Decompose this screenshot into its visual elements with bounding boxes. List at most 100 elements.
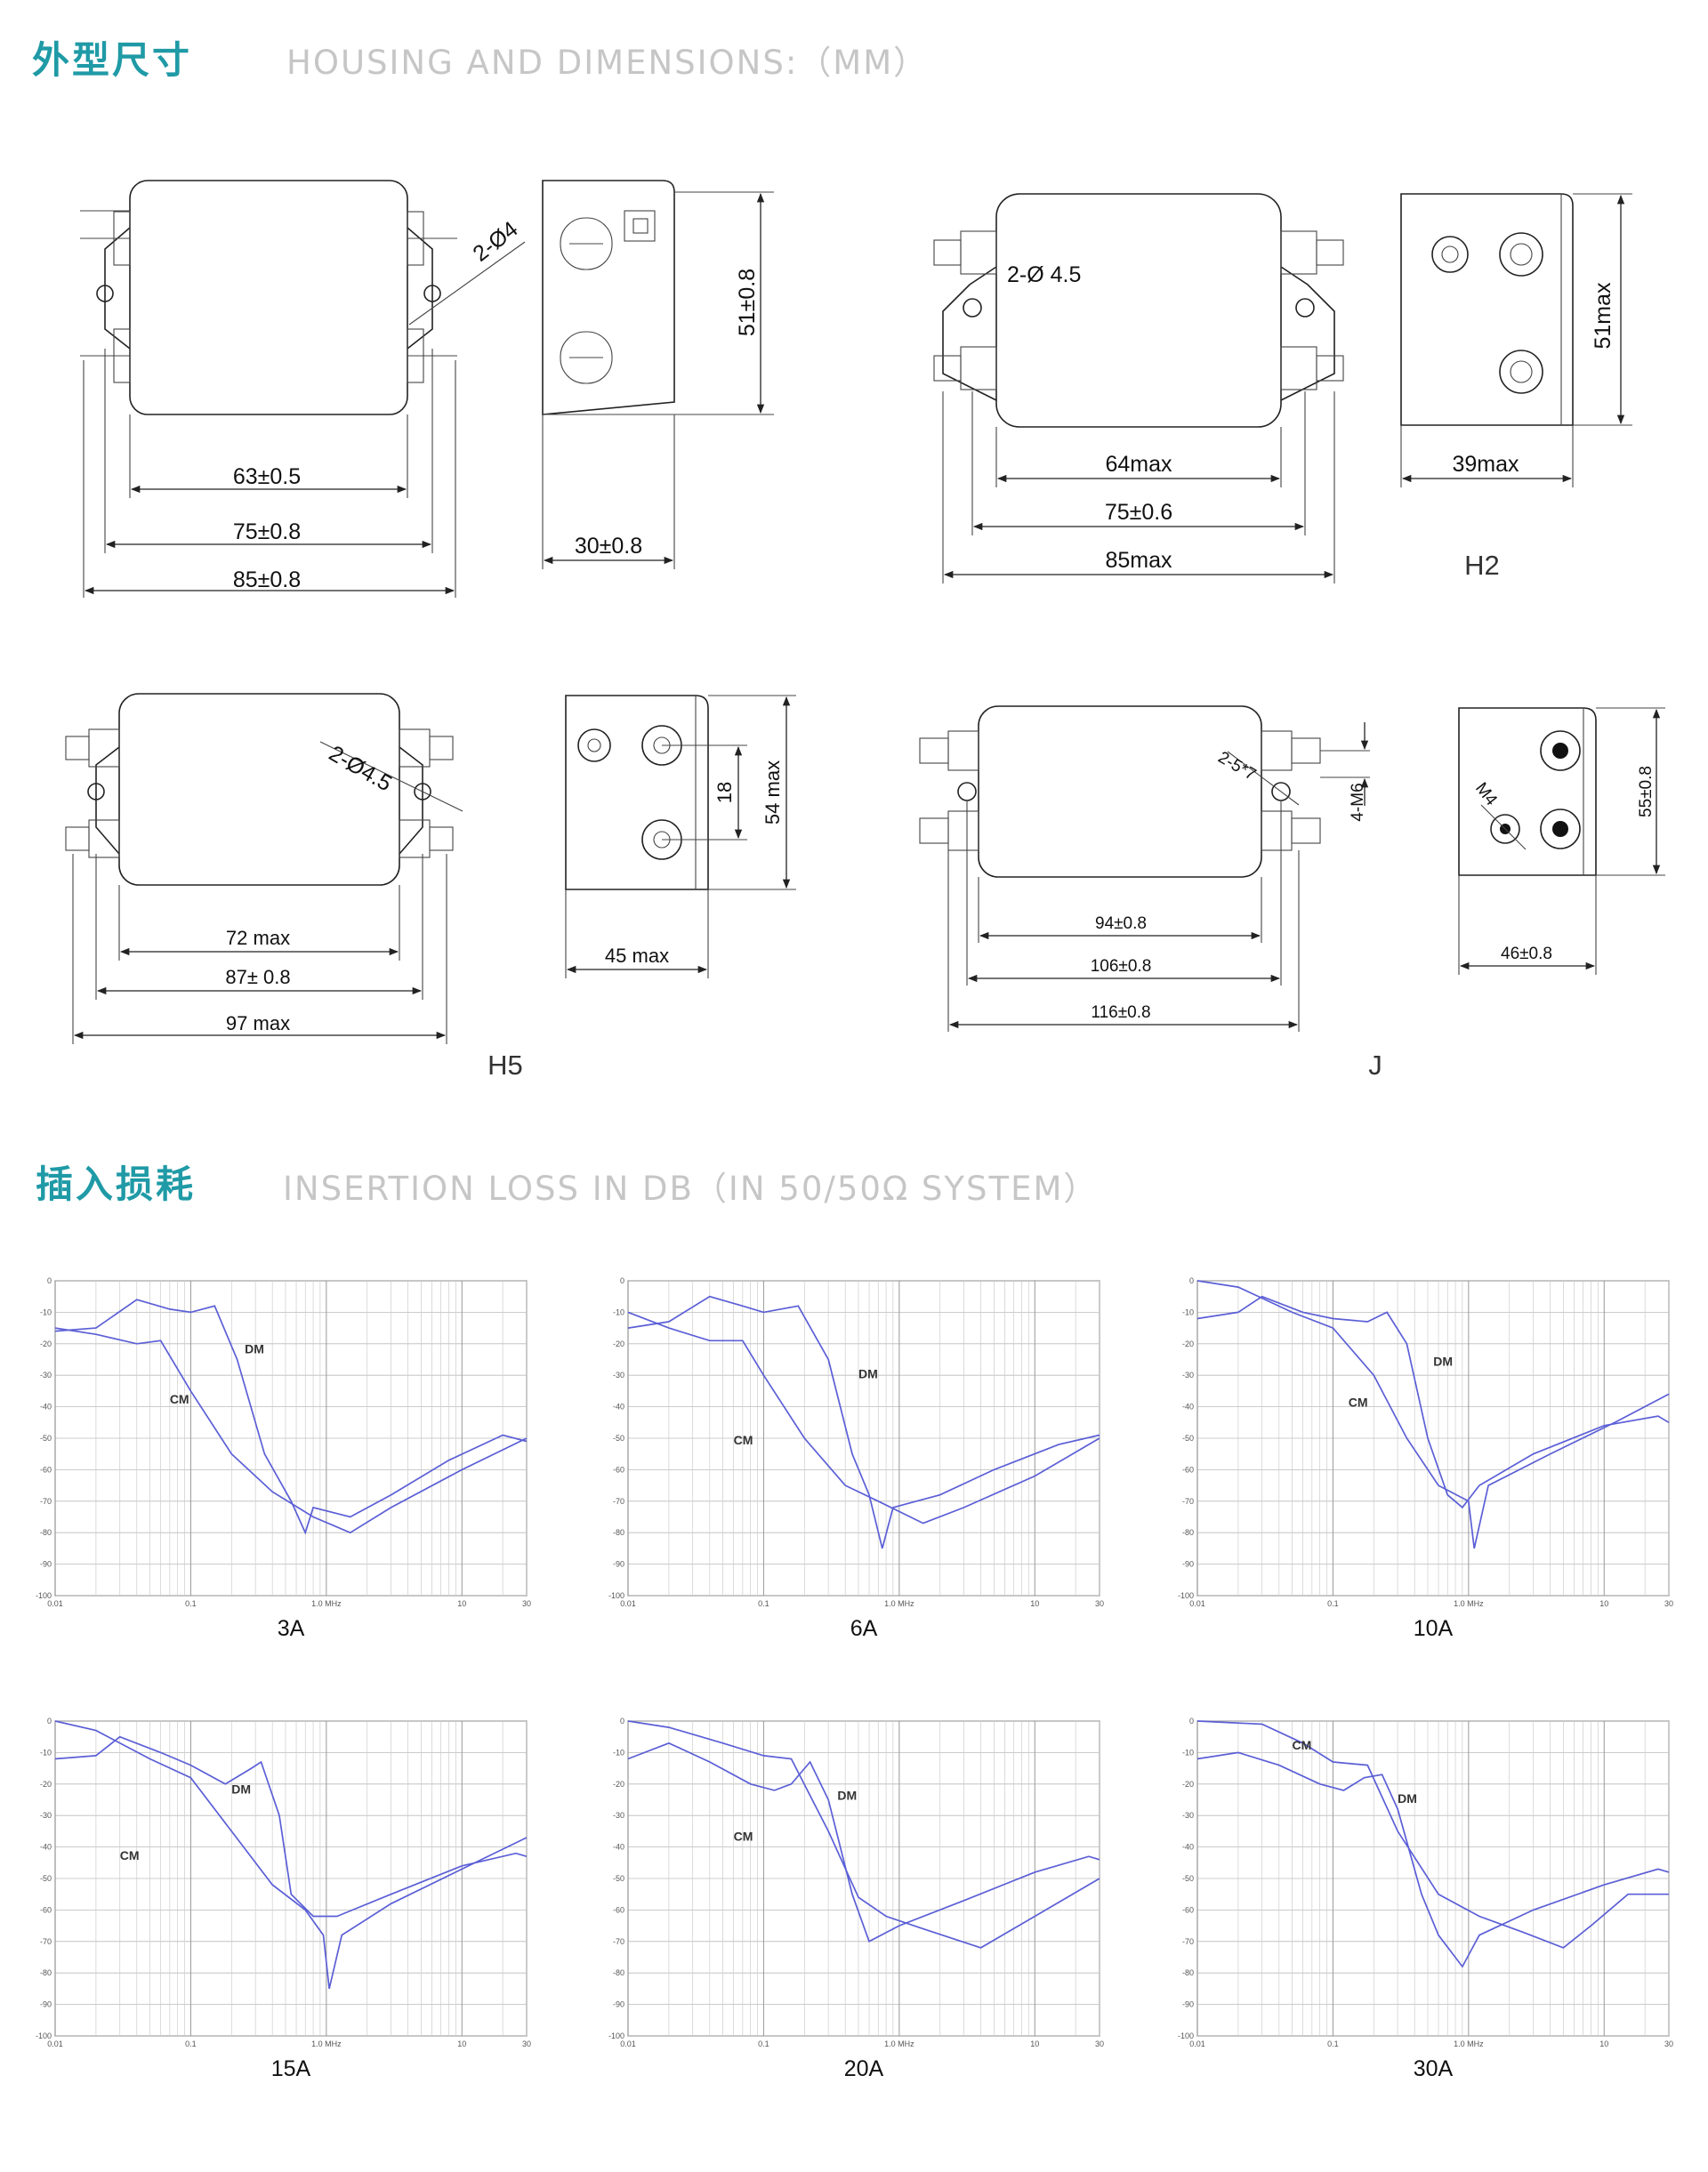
series-cm [54,1327,528,1534]
dm-label: DM [245,1341,264,1355]
y-tick-label: 0 [1189,1717,1194,1726]
y-tick-label: -90 [40,1560,52,1569]
cm-label: CM [120,1848,140,1862]
dm-label: DM [858,1367,878,1381]
dm-label: DM [231,1782,251,1796]
series-cm [627,1720,1100,1949]
y-tick-label: -30 [1182,1811,1194,1820]
x-tick-label: 10 [1599,1599,1608,1608]
y-tick-label: -80 [613,1528,624,1537]
x-tick-label: 1.0 MHz [884,2039,914,2048]
y-tick-label: -80 [40,1968,52,1977]
series-dm [1196,1751,1670,1968]
y-tick-label: -40 [1182,1843,1194,1852]
cm-label: CM [170,1392,189,1406]
x-tick-label: 1.0 MHz [1454,1599,1484,1608]
y-tick-label: -10 [1182,1748,1194,1757]
y-tick-label: 0 [620,1717,624,1726]
y-tick-label: -10 [40,1748,52,1757]
y-tick-label: -50 [1182,1434,1194,1443]
x-tick-label: 0.01 [47,2039,63,2048]
y-tick-label: -70 [613,1497,624,1506]
x-tick-label: 30 [522,1599,531,1608]
x-tick-label: 1.0 MHz [311,1599,342,1608]
y-tick-label: -50 [613,1874,624,1883]
x-tick-label: 0.1 [758,2039,769,2048]
y-tick-label: -60 [40,1465,52,1474]
drawing-j-side-view [1458,707,1665,975]
x-tick-label: 10 [1030,2039,1039,2048]
h2-model-label: H2 [1464,550,1500,581]
y-tick-label: -10 [1182,1307,1194,1316]
x-tick-label: 0.1 [1327,2039,1339,2048]
y-tick-label: -100 [1178,2031,1194,2040]
j-mid-dim: 106±0.8 [1091,957,1152,976]
h2-depth-dim: 39max [1452,452,1519,477]
y-tick-label: -100 [608,1591,624,1600]
y-tick-label: 0 [47,1717,52,1726]
housing-title-en: HOUSING AND DIMENSIONS:（MM） [286,44,929,82]
loss-title-en: INSERTION LOSS IN DB（IN 50/50Ω SYSTEM） [283,1170,1099,1208]
x-tick-label: 30 [522,2039,531,2048]
y-tick-label: -90 [613,2000,624,2009]
y-tick-label: -40 [40,1403,52,1412]
x-tick-label: 10 [1599,2039,1608,2048]
y-tick-label: -60 [40,1905,52,1914]
y-tick-label: -40 [1182,1403,1194,1412]
y-tick-label: -90 [1182,1560,1194,1569]
d1-inner-dim: 63±0.5 [233,464,301,489]
series-cm [1196,1280,1670,1549]
y-tick-label: 0 [1189,1276,1194,1285]
y-tick-label: -70 [40,1497,52,1506]
y-tick-label: -50 [40,1874,52,1883]
series-cm [1196,1720,1669,1949]
x-tick-label: 30 [1095,2039,1104,2048]
drawing-h2-side-view [1400,193,1632,487]
y-tick-label: -80 [1182,1968,1194,1977]
h2-mid-dim: 75±0.6 [1105,500,1172,525]
h5-spacing-dim: 18 [713,782,736,803]
h5-inner-dim: 72 max [226,927,290,949]
housing-title-cn: 外型尺寸 [32,38,193,82]
y-tick-label: -90 [613,1560,624,1569]
y-tick-label: -30 [613,1371,624,1380]
y-tick-label: -50 [40,1434,52,1443]
chart-title: 10A [1414,1616,1454,1641]
x-tick-label: 0.1 [758,1599,769,1608]
x-tick-label: 0.1 [1327,1599,1339,1608]
y-tick-label: -20 [1182,1780,1194,1789]
x-tick-label: 0.01 [1189,1599,1205,1608]
h5-model-label: H5 [487,1050,523,1081]
y-tick-label: -90 [40,2000,52,2009]
x-tick-label: 10 [457,2039,466,2048]
cm-label: CM [734,1433,753,1447]
h5-depth-dim: 45 max [605,945,669,967]
x-tick-label: 1.0 MHz [884,1599,914,1608]
y-tick-label: -100 [36,2031,52,2040]
series-dm [54,1735,528,1918]
y-tick-label: -10 [613,1748,624,1757]
x-tick-label: 30 [1664,2039,1673,2048]
y-tick-label: -30 [1182,1371,1194,1380]
drawing-h5-side-view [565,695,796,978]
y-tick-label: -80 [1182,1528,1194,1537]
y-tick-label: -20 [40,1339,52,1348]
h5-mid-dim: 87± 0.8 [225,966,290,988]
y-tick-label: -60 [1182,1465,1194,1474]
y-tick-label: -100 [36,1591,52,1600]
y-tick-label: -10 [40,1307,52,1316]
series-dm [627,1742,1100,1943]
d1-hole-dim: 2-Ø4 [468,216,522,266]
chart-title: 20A [844,2056,884,2081]
y-tick-label: -40 [613,1843,624,1852]
h5-height-dim: 54 max [761,760,784,825]
h2-outer-dim: 85max [1105,548,1172,573]
dm-label: DM [1398,1791,1417,1806]
j-stud-dim: M4 [1471,779,1501,809]
x-tick-label: 30 [1095,1599,1104,1608]
y-tick-label: -40 [613,1403,624,1412]
y-tick-label: -30 [40,1371,52,1380]
